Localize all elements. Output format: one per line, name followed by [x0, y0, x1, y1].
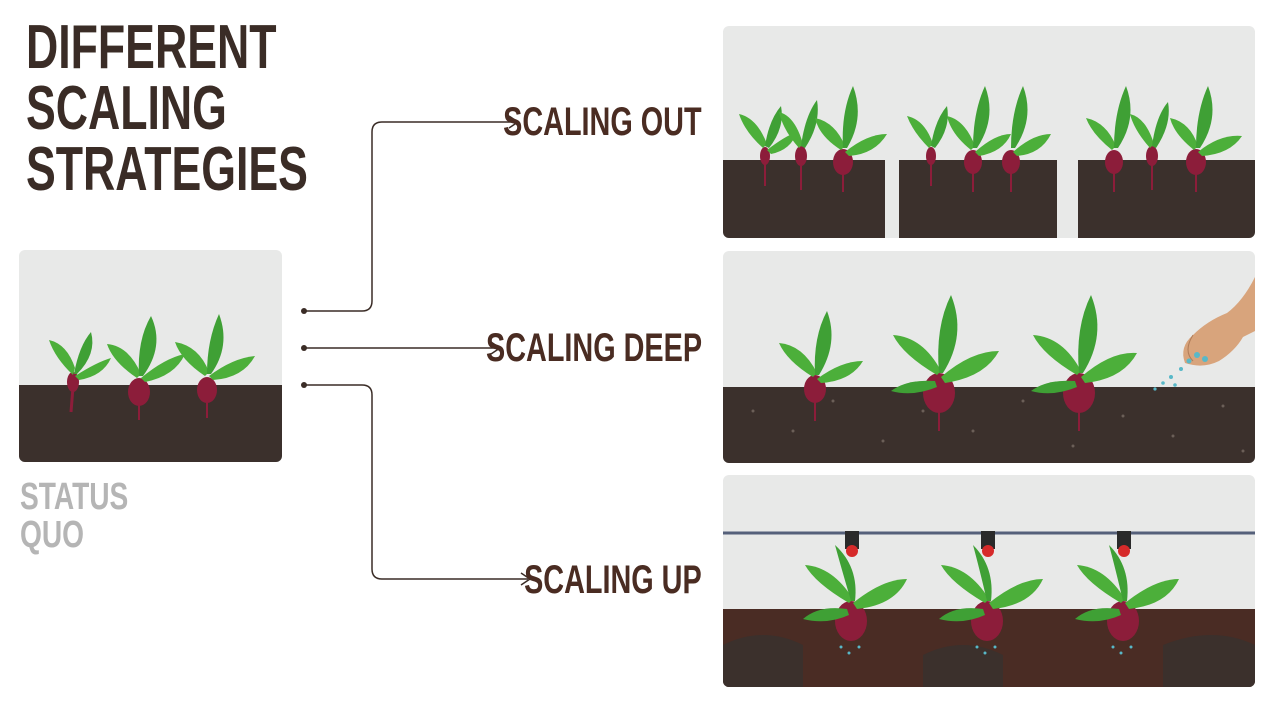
arrowhead-scaling-out: [508, 115, 520, 129]
beet-plant-group-1: [739, 86, 887, 192]
arrowhead-scaling-up: [520, 572, 532, 586]
status-quo-line-2: QUO: [20, 514, 85, 556]
sprinkler-3: [1117, 531, 1131, 557]
beet-plant-3: [1075, 545, 1179, 641]
scaling-up-illustration: [723, 475, 1255, 687]
scaling-up-panel: [723, 475, 1255, 687]
title-line-2: SCALING: [26, 73, 227, 143]
beet-plant-2: [891, 295, 999, 431]
beet-plant-2: [939, 545, 1043, 641]
sprinkler-1: [845, 531, 859, 557]
arrowhead-scaling-deep: [490, 341, 502, 355]
status-quo-label: STATUS QUO: [20, 478, 128, 554]
beet-plant-2: [107, 316, 185, 420]
scaling-out-panel: [723, 26, 1255, 238]
status-quo-panel: [19, 250, 282, 462]
scaling-deep-panel: [723, 251, 1255, 463]
soil-mounds: [723, 635, 1255, 687]
scaling-out-label: SCALING OUT: [503, 100, 702, 144]
connector-dot-3: [301, 382, 307, 388]
soil-plot-3: [1078, 160, 1255, 238]
title-line-1: DIFFERENT: [26, 13, 277, 82]
scaling-deep-label: SCALING DEEP: [485, 326, 702, 370]
beet-plant-1: [803, 545, 907, 641]
soil-speckles: [751, 399, 1245, 453]
beet-plant-1: [49, 332, 111, 413]
title-line-3: STRATEGIES: [26, 134, 308, 204]
status-quo-illustration: [19, 250, 282, 462]
beet-plant-group-2: [907, 86, 1051, 192]
beet-plant-3: [1031, 295, 1137, 431]
soil-plot-1: [723, 160, 885, 238]
scaling-deep-illustration: [723, 251, 1255, 463]
connector-scaling-out: [304, 121, 516, 312]
scaling-up-label: SCALING UP: [524, 558, 702, 602]
beet-plant-1: [779, 311, 863, 421]
beet-plant-3: [175, 314, 255, 418]
status-quo-line-1: STATUS: [20, 476, 129, 518]
beet-plant-group-3: [1086, 86, 1242, 192]
soil-plot-2: [899, 160, 1057, 238]
connector-dot-2: [301, 345, 307, 351]
diagram-title: DIFFERENT SCALING STRATEGIES: [26, 13, 308, 204]
sprinkler-2: [981, 531, 995, 557]
connector-scaling-up: [304, 384, 528, 580]
water-drops: [839, 645, 1133, 655]
fertilizer-granules: [1153, 352, 1208, 391]
hand-icon: [1183, 277, 1255, 366]
connector-dot-1: [301, 308, 307, 314]
scaling-out-illustration: [723, 26, 1255, 238]
